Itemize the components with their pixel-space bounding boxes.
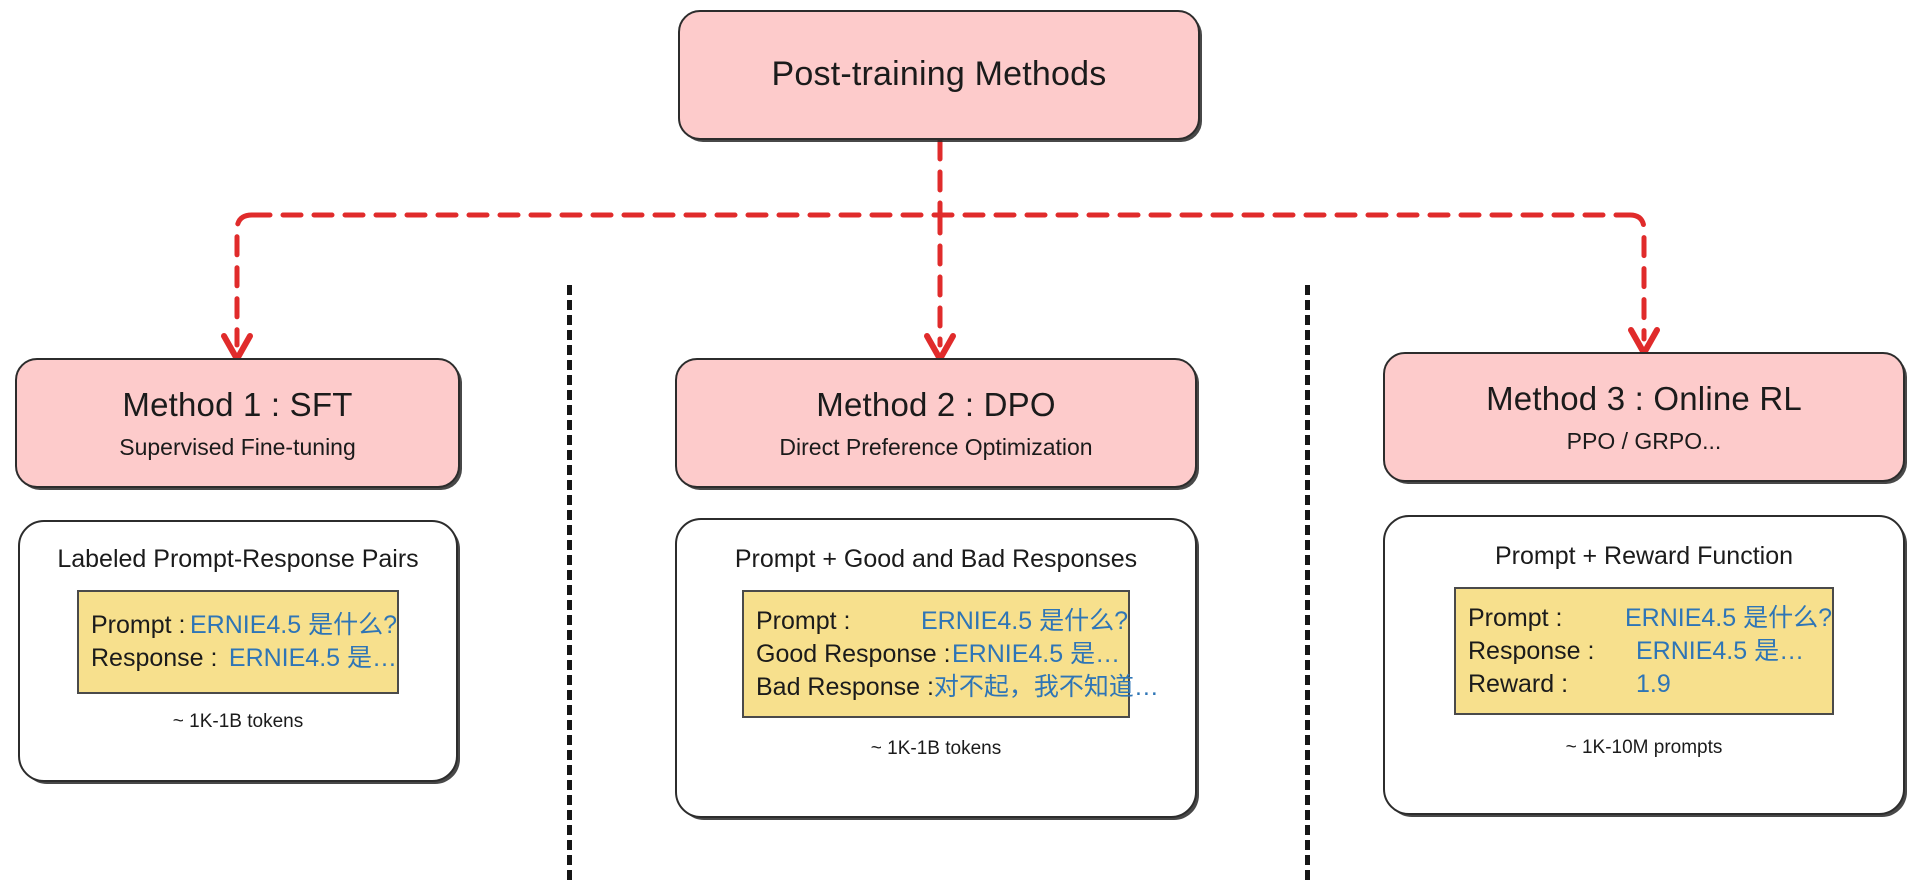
connector-branch-left	[234, 212, 255, 348]
example-row: Prompt : ERNIE4.5 是什么?	[756, 605, 1128, 638]
method-node-dpo-title: Method 2 : DPO	[816, 385, 1056, 423]
method-node-sft-subtitle: Supervised Fine-tuning	[119, 433, 356, 460]
example-row: Good Response : ERNIE4.5 是…	[756, 638, 1128, 671]
example-row: Bad Response : 对不起，我不知道…	[756, 671, 1159, 704]
example-key: Response :	[91, 644, 218, 672]
method-node-sft-title: Method 1 : SFT	[122, 385, 353, 423]
detail-card-sft-footnote: ~ 1K-1B tokens	[172, 711, 304, 732]
detail-card-sft[interactable]: Labeled Prompt-Response Pairs Prompt : E…	[18, 520, 458, 782]
example-row: Response : ERNIE4.5 是…	[1468, 635, 1832, 668]
detail-card-online-rl-heading: Prompt + Reward Function	[1494, 542, 1794, 570]
example-key: Prompt :	[91, 611, 186, 639]
root-node-title: Post-training Methods	[771, 55, 1107, 94]
example-row: Prompt : ERNIE4.5 是什么?	[91, 609, 397, 642]
example-value: ERNIE4.5 是…	[952, 639, 1121, 668]
method-node-online-rl-subtitle: PPO / GRPO...	[1566, 427, 1722, 454]
example-key: Bad Response :	[756, 672, 934, 701]
method-node-sft[interactable]: Method 1 : SFT Supervised Fine-tuning	[15, 358, 460, 488]
connector-branch-right	[1627, 212, 1647, 342]
example-value: 对不起，我不知道…	[933, 672, 1159, 701]
example-value: ERNIE4.5 是…	[1636, 636, 1805, 665]
method-node-online-rl[interactable]: Method 3 : Online RL PPO / GRPO...	[1383, 352, 1905, 482]
detail-card-dpo-heading: Prompt + Good and Bad Responses	[734, 545, 1138, 573]
detail-card-dpo-footnote: ~ 1K-1B tokens	[870, 738, 1002, 759]
example-row: Response : ERNIE4.5 是…	[91, 642, 397, 675]
column-divider-right	[1305, 285, 1310, 880]
arrowhead-left	[221, 333, 253, 362]
detail-card-sft-heading: Labeled Prompt-Response Pairs	[57, 545, 419, 573]
example-value: ERNIE4.5 是什么?	[189, 611, 397, 639]
example-key: Prompt :	[1468, 603, 1563, 632]
example-value: ERNIE4.5 是什么?	[1624, 603, 1832, 632]
example-value: ERNIE4.5 是什么?	[920, 606, 1128, 635]
method-node-dpo[interactable]: Method 2 : DPO Direct Preference Optimiz…	[675, 358, 1197, 488]
example-key: Good Response :	[756, 639, 951, 668]
method-node-dpo-subtitle: Direct Preference Optimization	[779, 433, 1093, 460]
example-value: 1.9	[1636, 669, 1671, 698]
example-row: Reward : 1.9	[1468, 668, 1832, 701]
detail-card-online-rl[interactable]: Prompt + Reward Function Prompt : ERNIE4…	[1383, 515, 1905, 815]
detail-card-online-rl-example: Prompt : ERNIE4.5 是什么? Response : ERNIE4…	[1454, 587, 1834, 715]
method-node-online-rl-title: Method 3 : Online RL	[1486, 379, 1802, 417]
example-value: ERNIE4.5 是…	[228, 644, 397, 672]
root-node[interactable]: Post-training Methods	[678, 10, 1200, 140]
example-key: Response :	[1468, 636, 1595, 665]
example-key: Reward :	[1468, 669, 1569, 698]
arrowhead-right	[1628, 327, 1660, 356]
column-divider-left	[567, 285, 572, 880]
detail-card-dpo[interactable]: Prompt + Good and Bad Responses Prompt :…	[675, 518, 1197, 818]
arrowhead-center	[924, 333, 956, 362]
example-key: Prompt :	[756, 606, 851, 635]
example-row: Prompt : ERNIE4.5 是什么?	[1468, 602, 1832, 635]
detail-card-dpo-example: Prompt : ERNIE4.5 是什么? Good Response : E…	[742, 590, 1159, 718]
detail-card-online-rl-footnote: ~ 1K-10M prompts	[1565, 737, 1723, 758]
detail-card-sft-example: Prompt : ERNIE4.5 是什么? Response : ERNIE4…	[77, 590, 399, 694]
